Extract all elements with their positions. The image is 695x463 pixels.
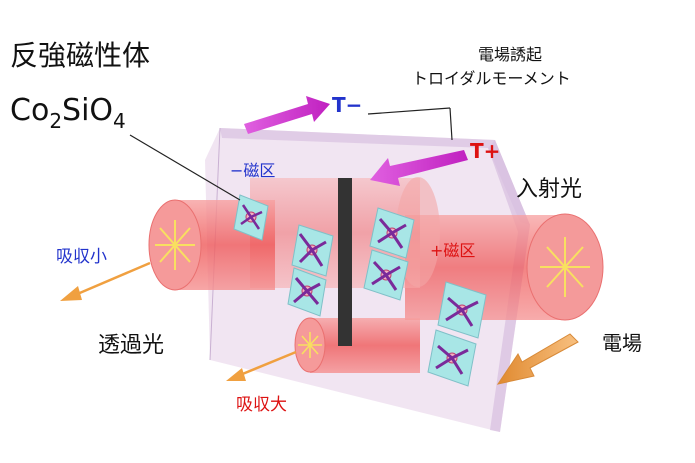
incident-light-label: 入射光 bbox=[516, 177, 582, 202]
polarization-star-icon bbox=[540, 237, 590, 297]
domain-minus-label: −磁区 bbox=[230, 161, 275, 180]
t-minus-label: T− bbox=[332, 93, 362, 117]
absorption-small-label: 吸収小 bbox=[56, 247, 107, 267]
electric-field-arrow bbox=[496, 333, 579, 385]
formula-label: Co2SiO4 bbox=[10, 93, 126, 133]
toroidal-callout-line-2 bbox=[449, 107, 453, 141]
t-plus-label: T+ bbox=[470, 139, 500, 163]
output-arrowhead-icon bbox=[60, 286, 82, 301]
spin-diamonds-minus bbox=[233, 194, 334, 317]
domain-plus-label: +磁区 bbox=[430, 241, 475, 260]
lower-output-beam bbox=[226, 317, 420, 381]
t-plus-arrow bbox=[370, 150, 468, 186]
toroidal-label-line2: トロイダルモーメント bbox=[412, 69, 571, 88]
polarization-star-small-icon bbox=[155, 220, 195, 270]
spin-diamonds-plus bbox=[363, 207, 487, 387]
absorption-large-label: 吸収大 bbox=[236, 395, 287, 415]
t-minus-arrow bbox=[244, 96, 330, 134]
toroidal-label-line1: 電場誘起 bbox=[478, 45, 542, 64]
toroidal-callout-line-1 bbox=[367, 107, 451, 115]
domain-wall bbox=[338, 178, 352, 346]
material-callout-line bbox=[129, 134, 241, 201]
material-title: 反強磁性体 bbox=[10, 39, 150, 72]
transmitted-light-label: 透過光 bbox=[98, 333, 164, 358]
output-arrowhead-small-icon bbox=[226, 368, 246, 381]
electric-field-label: 電場 bbox=[602, 331, 642, 355]
polarization-star-tiny-icon bbox=[298, 332, 322, 358]
